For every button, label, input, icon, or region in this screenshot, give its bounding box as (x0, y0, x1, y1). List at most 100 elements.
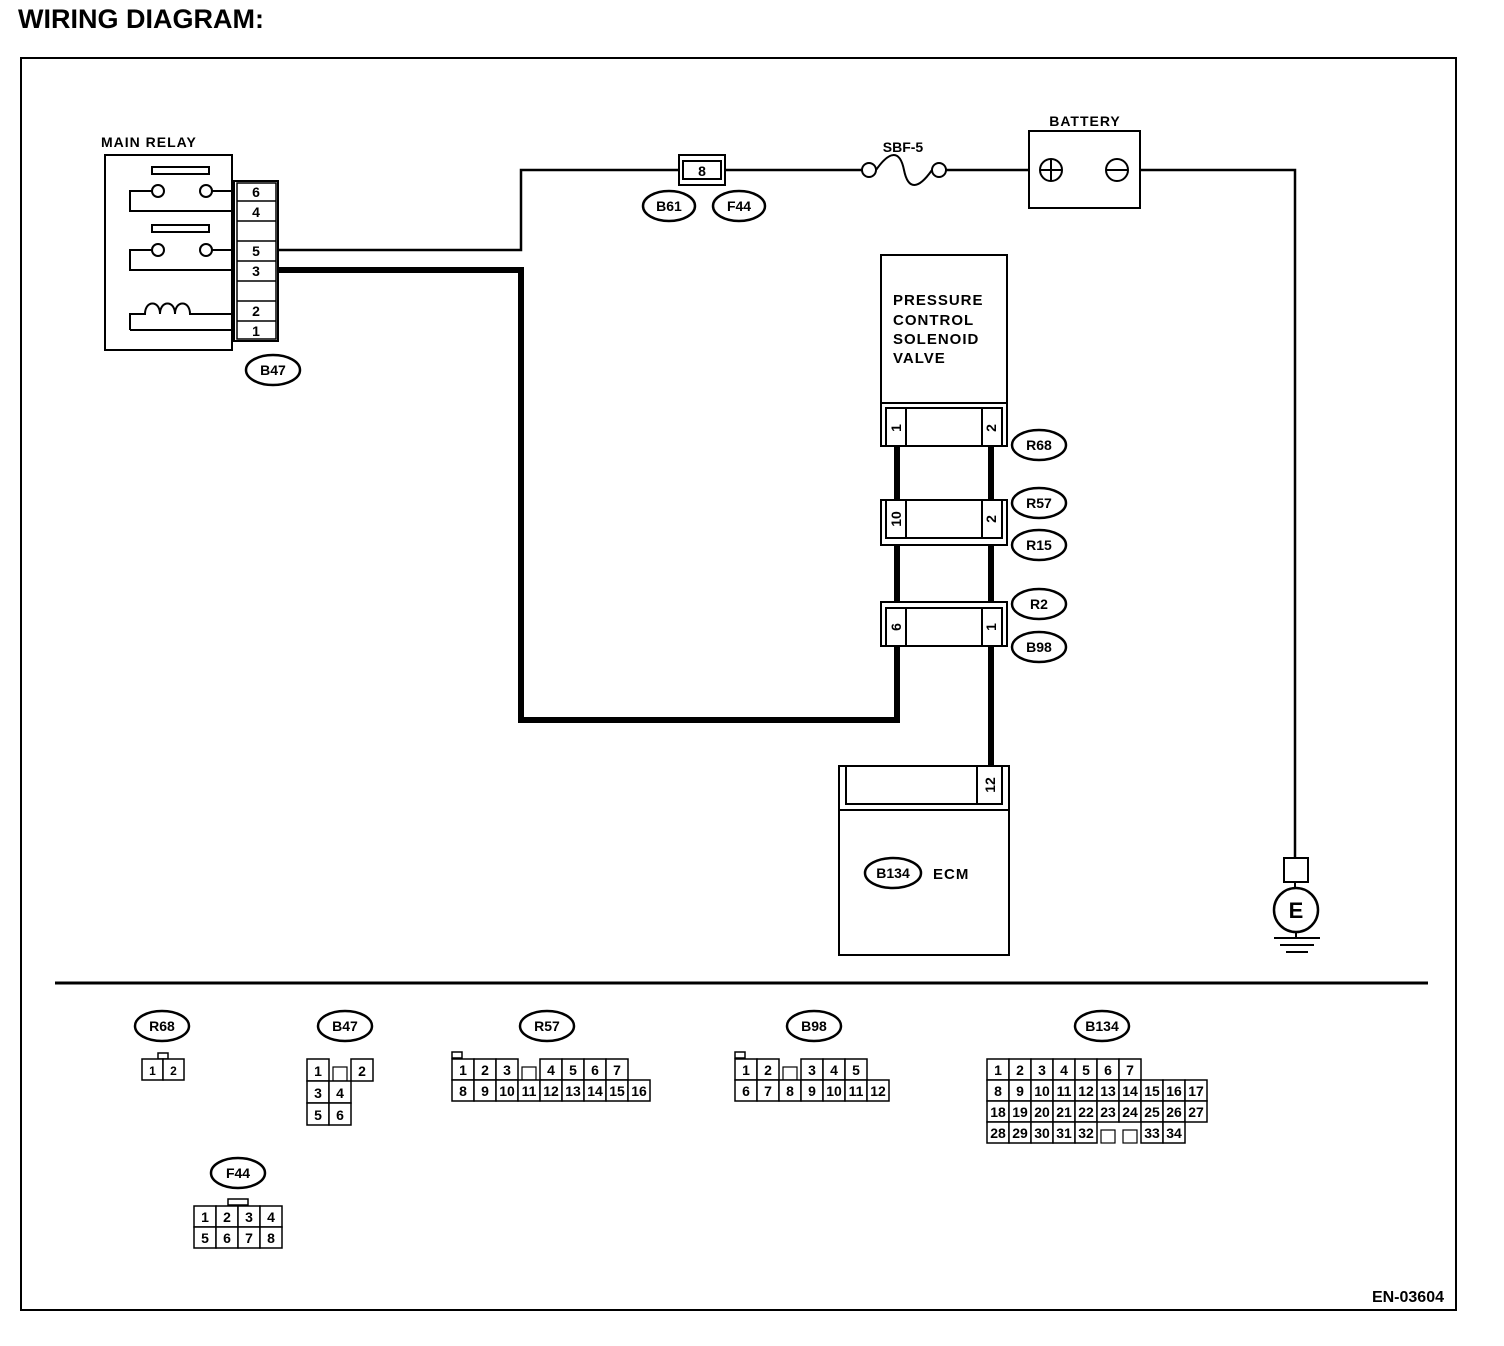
legend-pin: 23 (1100, 1104, 1116, 1120)
legend-pin: 8 (459, 1083, 467, 1099)
legend-pin: 25 (1144, 1104, 1160, 1120)
tag-r57: R57 (1010, 486, 1068, 520)
legend-tag-b134-label: B134 (1085, 1018, 1119, 1034)
legend-pin: 21 (1056, 1104, 1072, 1120)
tag-f44: F44 (711, 189, 767, 223)
legend-pin: 34 (1166, 1125, 1182, 1141)
legend-pin: 1 (149, 1064, 156, 1078)
legend-tag-r68: R68 (133, 1009, 191, 1043)
figure-id: EN-03604 (1372, 1289, 1444, 1306)
ecm: 12 ECM (838, 765, 1010, 956)
pressure-control-solenoid-valve: PRESSURE CONTROL SOLENOID VALVE (880, 254, 1008, 404)
legend-pin: 3 (245, 1209, 253, 1225)
b98-pin: 6 (888, 623, 904, 631)
tag-b134: B134 (863, 856, 923, 890)
tag-r57-label: R57 (1026, 495, 1052, 511)
legend-pin: 7 (613, 1062, 621, 1078)
connector-r2-b98: 6 1 (880, 601, 1008, 647)
legend-pin: 20 (1034, 1104, 1050, 1120)
legend-pin: 7 (245, 1230, 253, 1246)
legend-pin: 3 (503, 1062, 511, 1078)
legend-pin: 11 (849, 1083, 864, 1099)
legend-pin: 10 (826, 1083, 842, 1099)
solenoid-label-line: VALVE (893, 350, 946, 367)
legend-pin: 4 (336, 1085, 344, 1101)
relay-pin: 3 (252, 263, 260, 279)
legend-pin: 1 (994, 1062, 1002, 1078)
tag-r2-label: R2 (1030, 596, 1048, 612)
legend-pin: 5 (314, 1107, 322, 1123)
legend-pin: 2 (170, 1064, 177, 1078)
connector-r57-r15: 10 2 (880, 499, 1008, 546)
legend-pin: 7 (1126, 1062, 1134, 1078)
legend-pin: 1 (314, 1063, 322, 1079)
relay-pin: 6 (252, 184, 260, 200)
legend-pin: 3 (1038, 1062, 1046, 1078)
legend-pin: 13 (1100, 1083, 1116, 1099)
battery: BATTERY (1028, 113, 1141, 209)
legend-pin: 5 (1082, 1062, 1090, 1078)
wire-relay-to-battery (278, 168, 680, 252)
r57-pin: 10 (888, 511, 904, 527)
legend-pin: 24 (1122, 1104, 1138, 1120)
r68-pin: 1 (888, 424, 904, 432)
legend-pin: 12 (1078, 1083, 1094, 1099)
ground-terminal: E (1272, 857, 1320, 953)
ground-label: E (1289, 898, 1304, 923)
legend-pin: 28 (990, 1125, 1006, 1141)
legend-pin: 16 (1166, 1083, 1182, 1099)
tag-b47: B47 (244, 353, 302, 387)
tag-r68-label: R68 (1026, 437, 1052, 453)
legend-tag-b47: B47 (316, 1009, 374, 1043)
relay-pin: 1 (252, 323, 260, 339)
tag-b47-label: B47 (260, 362, 286, 378)
tag-b61-label: B61 (656, 198, 682, 214)
legend-tag-r57-label: R57 (534, 1018, 560, 1034)
legend-pin: 9 (1016, 1083, 1024, 1099)
connector-r68: 1 2 (880, 402, 1008, 447)
legend-pin: 33 (1144, 1125, 1160, 1141)
legend-pin: 3 (314, 1085, 322, 1101)
legend-tag-r57: R57 (518, 1009, 576, 1043)
legend-tag-b98-label: B98 (801, 1018, 827, 1034)
r68-pin: 2 (983, 424, 999, 432)
legend-pin: 2 (1016, 1062, 1024, 1078)
legend-pin: 4 (547, 1062, 555, 1078)
legend-pin: 11 (522, 1083, 537, 1099)
legend-tag-b47-label: B47 (332, 1018, 358, 1034)
legend-pin: 5 (569, 1062, 577, 1078)
legend-pin: 6 (223, 1230, 231, 1246)
tag-b98: B98 (1010, 630, 1068, 664)
legend-pin: 6 (1104, 1062, 1112, 1078)
legend-pin: 26 (1166, 1104, 1182, 1120)
legend-pin: 27 (1188, 1104, 1204, 1120)
legend-tag-b98: B98 (785, 1009, 843, 1043)
legend-pin: 8 (994, 1083, 1002, 1099)
b98-pin: 1 (983, 623, 999, 631)
legend-pin: 15 (1144, 1083, 1160, 1099)
tag-r68: R68 (1010, 428, 1068, 462)
legend-pin: 10 (499, 1083, 515, 1099)
sbf-fuse-label: SBF-5 (883, 139, 924, 155)
legend-pin: 31 (1056, 1125, 1072, 1141)
tag-r15-label: R15 (1026, 537, 1052, 553)
sbf-fuse: SBF-5 (861, 139, 947, 186)
ecm-pin: 12 (982, 777, 998, 793)
legend-pin: 5 (201, 1230, 209, 1246)
legend-pin: 8 (786, 1083, 794, 1099)
legend-pin: 17 (1188, 1083, 1204, 1099)
legend-pin: 12 (543, 1083, 559, 1099)
relay-pin: 2 (252, 303, 260, 319)
legend-pin: 18 (990, 1104, 1006, 1120)
legend-pin: 14 (587, 1083, 603, 1099)
wire-relay-to-solenoid (278, 267, 900, 723)
tag-b134-label: B134 (876, 865, 910, 881)
legend-pin: 4 (1060, 1062, 1068, 1078)
relay-terminal-block: 6 4 5 3 2 1 (233, 180, 279, 342)
